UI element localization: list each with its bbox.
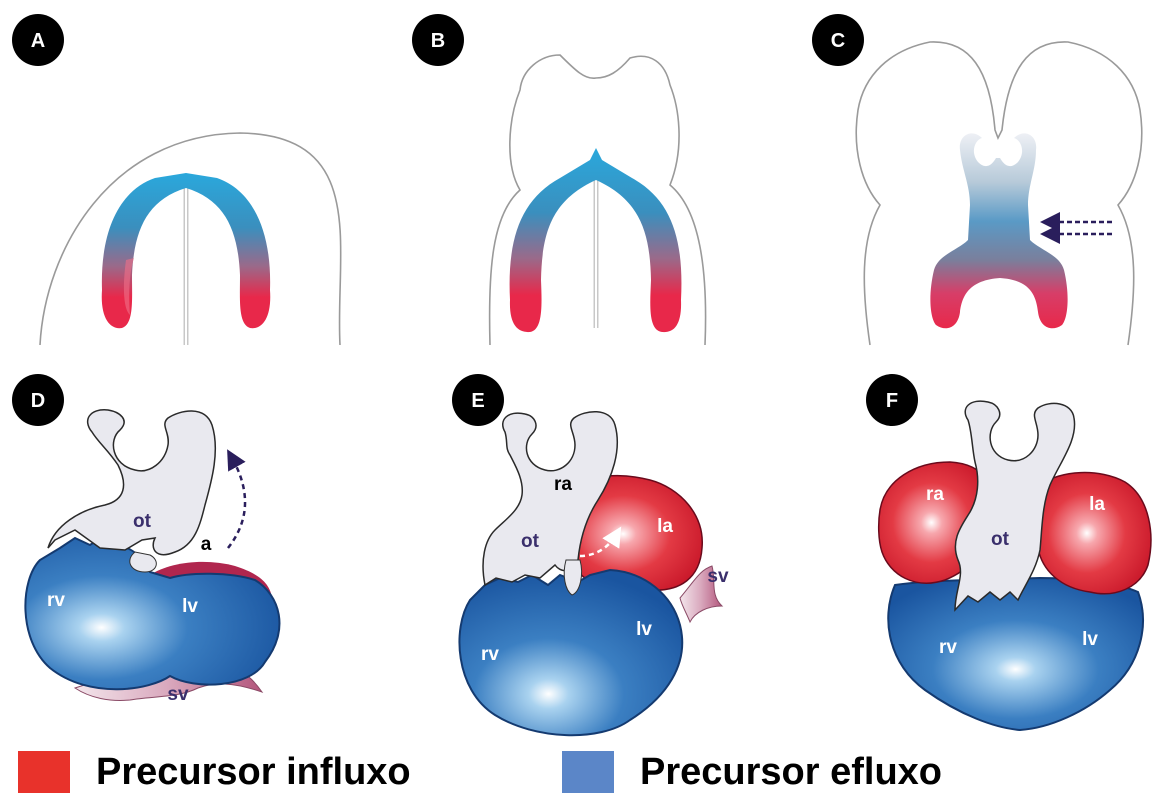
panel-b: B bbox=[412, 14, 706, 345]
atrium-left bbox=[1035, 473, 1151, 594]
label-lv: lv bbox=[1082, 629, 1098, 650]
svg-text:B: B bbox=[431, 30, 445, 52]
legend-outflow-swatch bbox=[562, 751, 614, 793]
panel-d: ot a rv lv sv D bbox=[12, 374, 279, 705]
svg-text:F: F bbox=[886, 390, 898, 412]
svg-text:D: D bbox=[31, 390, 45, 412]
heart-tube bbox=[930, 133, 1067, 328]
label-ot: ot bbox=[991, 529, 1010, 550]
label-la: la bbox=[657, 516, 673, 537]
legend-outflow-label: Precursor efluxo bbox=[640, 751, 942, 794]
legend-outflow: Precursor efluxo bbox=[562, 748, 942, 796]
svg-text:C: C bbox=[831, 30, 845, 52]
label-sv: sv bbox=[707, 566, 729, 587]
embryo-outline bbox=[40, 133, 341, 345]
outflow-tract bbox=[48, 410, 215, 555]
panel-a: A bbox=[12, 14, 341, 345]
label-sv: sv bbox=[167, 684, 189, 705]
svg-text:E: E bbox=[471, 390, 484, 412]
badge-b: B bbox=[412, 14, 464, 66]
legend-inflow-swatch bbox=[18, 751, 70, 793]
panel-c: C bbox=[812, 14, 1142, 345]
svg-text:A: A bbox=[31, 30, 45, 52]
heart-development-diagram: A B C ot a rv lv sv bbox=[0, 0, 1152, 748]
panel-e: ra ot la sv rv lv E bbox=[452, 374, 729, 735]
label-lv: lv bbox=[182, 596, 198, 617]
badge-c: C bbox=[812, 14, 864, 66]
label-ra: ra bbox=[554, 474, 572, 495]
label-rv: rv bbox=[939, 637, 957, 658]
ventricle-mass bbox=[888, 578, 1143, 730]
label-ra: ra bbox=[926, 484, 944, 505]
label-rv: rv bbox=[481, 644, 499, 665]
label-ot: ot bbox=[521, 531, 540, 552]
growth-arrow bbox=[228, 458, 245, 548]
badge-f: F bbox=[866, 374, 918, 426]
panel-f: ra la ot rv lv F bbox=[866, 374, 1151, 730]
label-la: la bbox=[1089, 494, 1105, 515]
badge-a: A bbox=[12, 14, 64, 66]
badge-e: E bbox=[452, 374, 504, 426]
badge-d: D bbox=[12, 374, 64, 426]
label-a: a bbox=[201, 534, 212, 555]
legend-inflow-label: Precursor influxo bbox=[96, 751, 411, 794]
legend-inflow: Precursor influxo bbox=[18, 748, 411, 796]
label-ot: ot bbox=[133, 511, 152, 532]
label-rv: rv bbox=[47, 590, 65, 611]
label-lv: lv bbox=[636, 619, 652, 640]
